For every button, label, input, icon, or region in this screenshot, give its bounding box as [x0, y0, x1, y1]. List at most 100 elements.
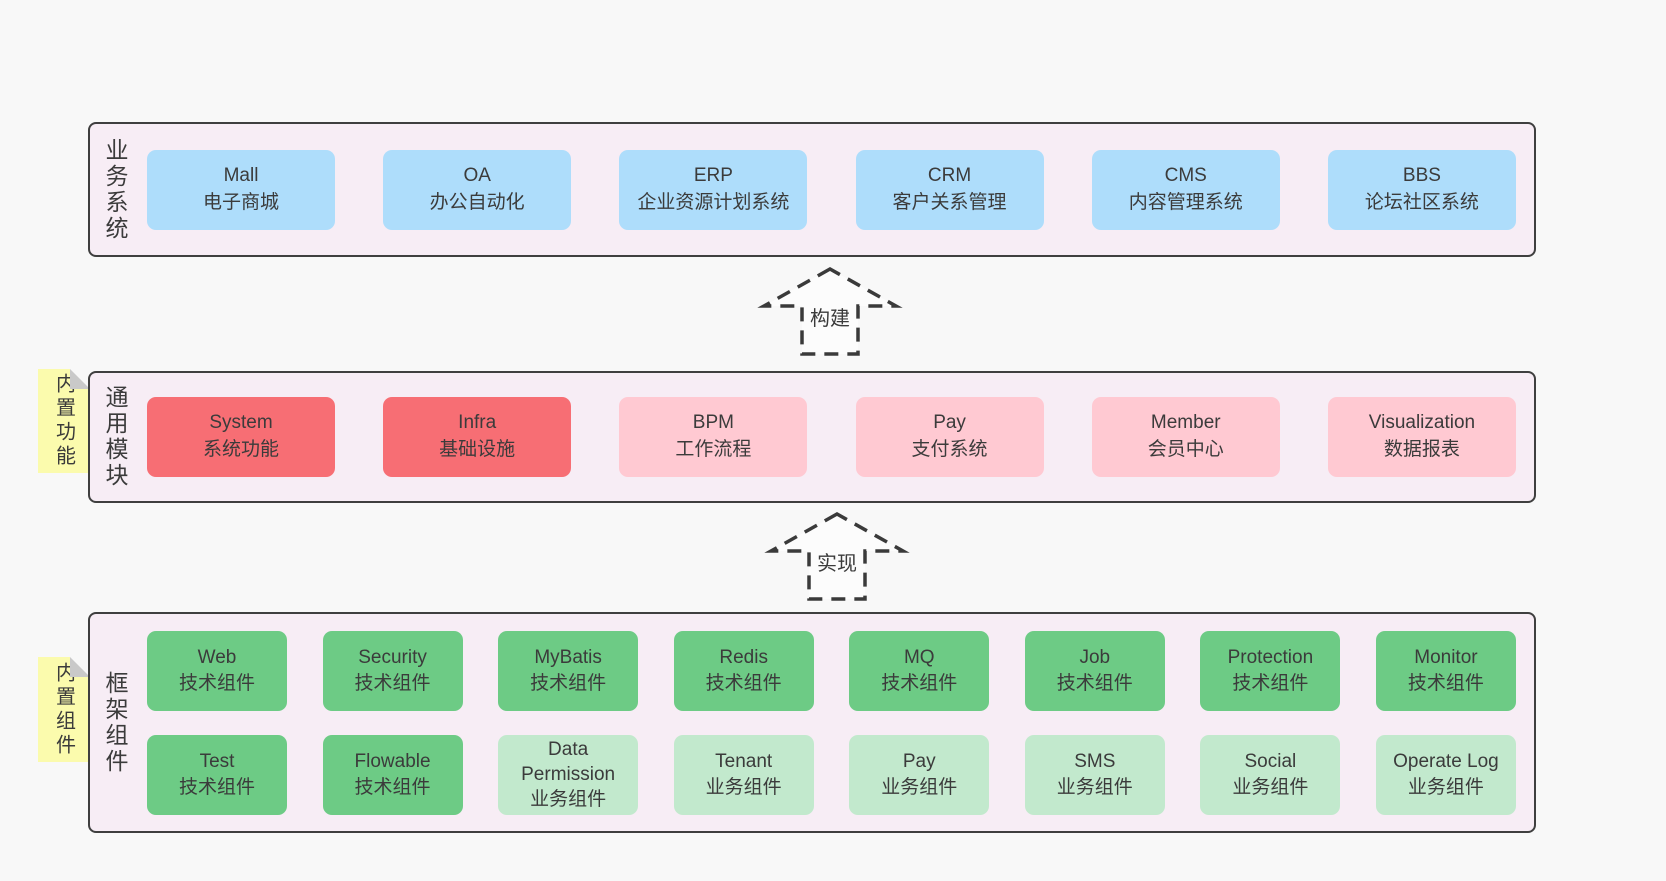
box-desc: 技术组件: [1232, 672, 1309, 694]
box-desc: 技术组件: [178, 776, 255, 798]
build-arrow-label: 构建: [807, 302, 853, 331]
box-desc: 基础设施: [439, 439, 516, 460]
box-member: Member 会员中心: [1091, 397, 1280, 477]
box-mall: Mall 电子商城: [147, 149, 335, 230]
box-name: Mall: [223, 164, 259, 186]
box-tenant: Tenant 业务组件: [673, 734, 814, 815]
box-flowable: Flowable 技术组件: [322, 734, 463, 815]
box-desc: 电子商城: [202, 191, 279, 213]
box-name: CRM: [927, 164, 972, 186]
box-sms: SMS 业务组件: [1024, 734, 1165, 815]
box-social: Social 业务组件: [1200, 734, 1341, 815]
band-label-common-modules: 通用模块: [102, 385, 128, 489]
sticky-note-builtin-components: 内置组件: [38, 657, 90, 762]
box-job: Job 技术组件: [1024, 630, 1165, 711]
business-box-row: Mall 电子商城 OA 办公自动化 ERP 企业资源计划系统 CRM 客户关系…: [147, 124, 1516, 255]
module-box-row: System 系统功能 Infra 基础设施 BPM 工作流程 Pay 支付系统…: [147, 373, 1516, 501]
box-desc: 内容管理系统: [1128, 191, 1243, 213]
band-business-systems: 业务系统 Mall 电子商城 OA 办公自动化 ERP 企业资源计划系统 CRM…: [88, 122, 1536, 257]
band-common-modules: 通用模块 System 系统功能 Infra 基础设施 BPM 工作流程 Pay…: [88, 371, 1536, 503]
box-name: Operate Log: [1393, 751, 1499, 773]
box-name: Infra: [458, 412, 497, 434]
box-name: Monitor: [1414, 647, 1478, 669]
box-desc: 支付系统: [911, 439, 988, 460]
box-name: BPM: [692, 412, 734, 434]
box-name: Test: [199, 751, 235, 773]
box-desc: 会员中心: [1147, 439, 1224, 460]
box-crm: CRM 客户关系管理: [855, 149, 1044, 230]
box-desc: 技术组件: [705, 672, 782, 694]
box-bpm: BPM 工作流程: [619, 397, 808, 477]
box-name: Data Permission: [521, 738, 616, 785]
box-desc: 系统功能: [202, 439, 279, 460]
box-desc: 办公自动化: [429, 191, 525, 213]
box-redis: Redis 技术组件: [673, 630, 814, 711]
box-desc: 工作流程: [675, 439, 752, 460]
box-infra: Infra 基础设施: [383, 397, 572, 477]
box-data-permission: Data Permission 业务组件: [498, 734, 639, 815]
box-desc: 业务组件: [705, 776, 782, 798]
box-bbs: BBS 论坛社区系统: [1327, 149, 1516, 230]
box-name: MQ: [903, 647, 935, 669]
box-test: Test 技术组件: [147, 734, 287, 815]
band-framework-components: 框架组件 Web 技术组件 Security 技术组件 MyBatis 技术组件…: [88, 612, 1536, 833]
box-name: Tenant: [715, 751, 773, 773]
sticky-note-builtin-features: 内置功能: [38, 369, 90, 473]
framework-box-grid: Web 技术组件 Security 技术组件 MyBatis 技术组件 Redi…: [147, 614, 1516, 831]
box-pay-component: Pay 业务组件: [849, 734, 990, 815]
box-name: OA: [463, 164, 491, 186]
box-desc: 业务组件: [1407, 776, 1484, 798]
box-erp: ERP 企业资源计划系统: [619, 149, 808, 230]
box-name: Member: [1150, 412, 1221, 434]
box-desc: 数据报表: [1383, 439, 1460, 460]
box-name: BBS: [1402, 164, 1441, 186]
box-protection: Protection 技术组件: [1200, 630, 1341, 711]
box-name: System: [209, 412, 273, 434]
box-name: Pay: [933, 412, 966, 434]
box-desc: 技术组件: [1407, 672, 1484, 694]
box-desc: 论坛社区系统: [1364, 191, 1479, 213]
box-name: Security: [358, 647, 427, 669]
implement-arrow: 实现: [762, 509, 912, 605]
box-name: MyBatis: [534, 647, 602, 669]
framework-row-2: Test 技术组件 Flowable 技术组件 Data Permission …: [147, 734, 1516, 815]
box-desc: 技术组件: [1056, 672, 1133, 694]
box-name: Pay: [902, 751, 936, 773]
box-name: SMS: [1074, 751, 1116, 773]
band-label-business-systems: 业务系统: [102, 137, 128, 242]
box-system: System 系统功能: [147, 397, 335, 477]
box-desc: 企业资源计划系统: [637, 191, 790, 213]
box-monitor: Monitor 技术组件: [1375, 630, 1516, 711]
box-visualization: Visualization 数据报表: [1327, 397, 1516, 477]
box-operate-log: Operate Log 业务组件: [1375, 734, 1516, 815]
framework-row-1: Web 技术组件 Security 技术组件 MyBatis 技术组件 Redi…: [147, 630, 1516, 711]
band-label-framework-components: 框架组件: [102, 670, 128, 775]
box-name: Visualization: [1368, 412, 1476, 434]
box-desc: 技术组件: [881, 672, 958, 694]
box-name: Social: [1244, 751, 1297, 773]
box-desc: 技术组件: [354, 672, 431, 694]
box-oa: OA 办公自动化: [383, 149, 572, 230]
box-mq: MQ 技术组件: [849, 630, 990, 711]
box-name: CMS: [1164, 164, 1207, 186]
box-pay: Pay 支付系统: [855, 397, 1044, 477]
box-desc: 技术组件: [530, 672, 607, 694]
box-desc: 业务组件: [530, 789, 607, 811]
box-name: ERP: [693, 164, 733, 186]
box-desc: 业务组件: [1232, 776, 1309, 798]
box-desc: 客户关系管理: [892, 191, 1007, 213]
box-name: Redis: [719, 647, 768, 669]
box-desc: 技术组件: [178, 672, 255, 694]
box-name: Flowable: [354, 751, 431, 773]
box-desc: 业务组件: [881, 776, 958, 798]
implement-arrow-label: 实现: [814, 547, 860, 576]
box-name: Web: [197, 647, 237, 669]
box-web: Web 技术组件: [147, 630, 287, 711]
box-desc: 业务组件: [1056, 776, 1133, 798]
box-cms: CMS 内容管理系统: [1091, 149, 1280, 230]
box-security: Security 技术组件: [322, 630, 463, 711]
box-mybatis: MyBatis 技术组件: [498, 630, 639, 711]
box-name: Protection: [1227, 647, 1314, 669]
build-arrow: 构建: [755, 264, 905, 360]
